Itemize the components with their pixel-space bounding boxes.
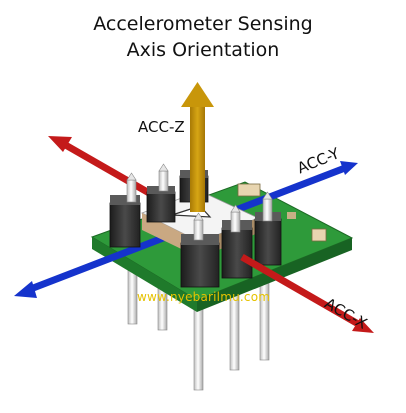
top-pins [126, 163, 273, 241]
title-line-1: Accelerometer Sensing [93, 13, 313, 35]
acc-z-label: ACC-Z [138, 118, 185, 136]
acc-z-axis [181, 82, 214, 212]
title-line-2: Axis Orientation [126, 39, 280, 61]
pin-headers [109, 170, 282, 288]
watermark-text: www.nyebarilmu.com [137, 290, 271, 304]
acc-x-axis-front [240, 253, 374, 333]
